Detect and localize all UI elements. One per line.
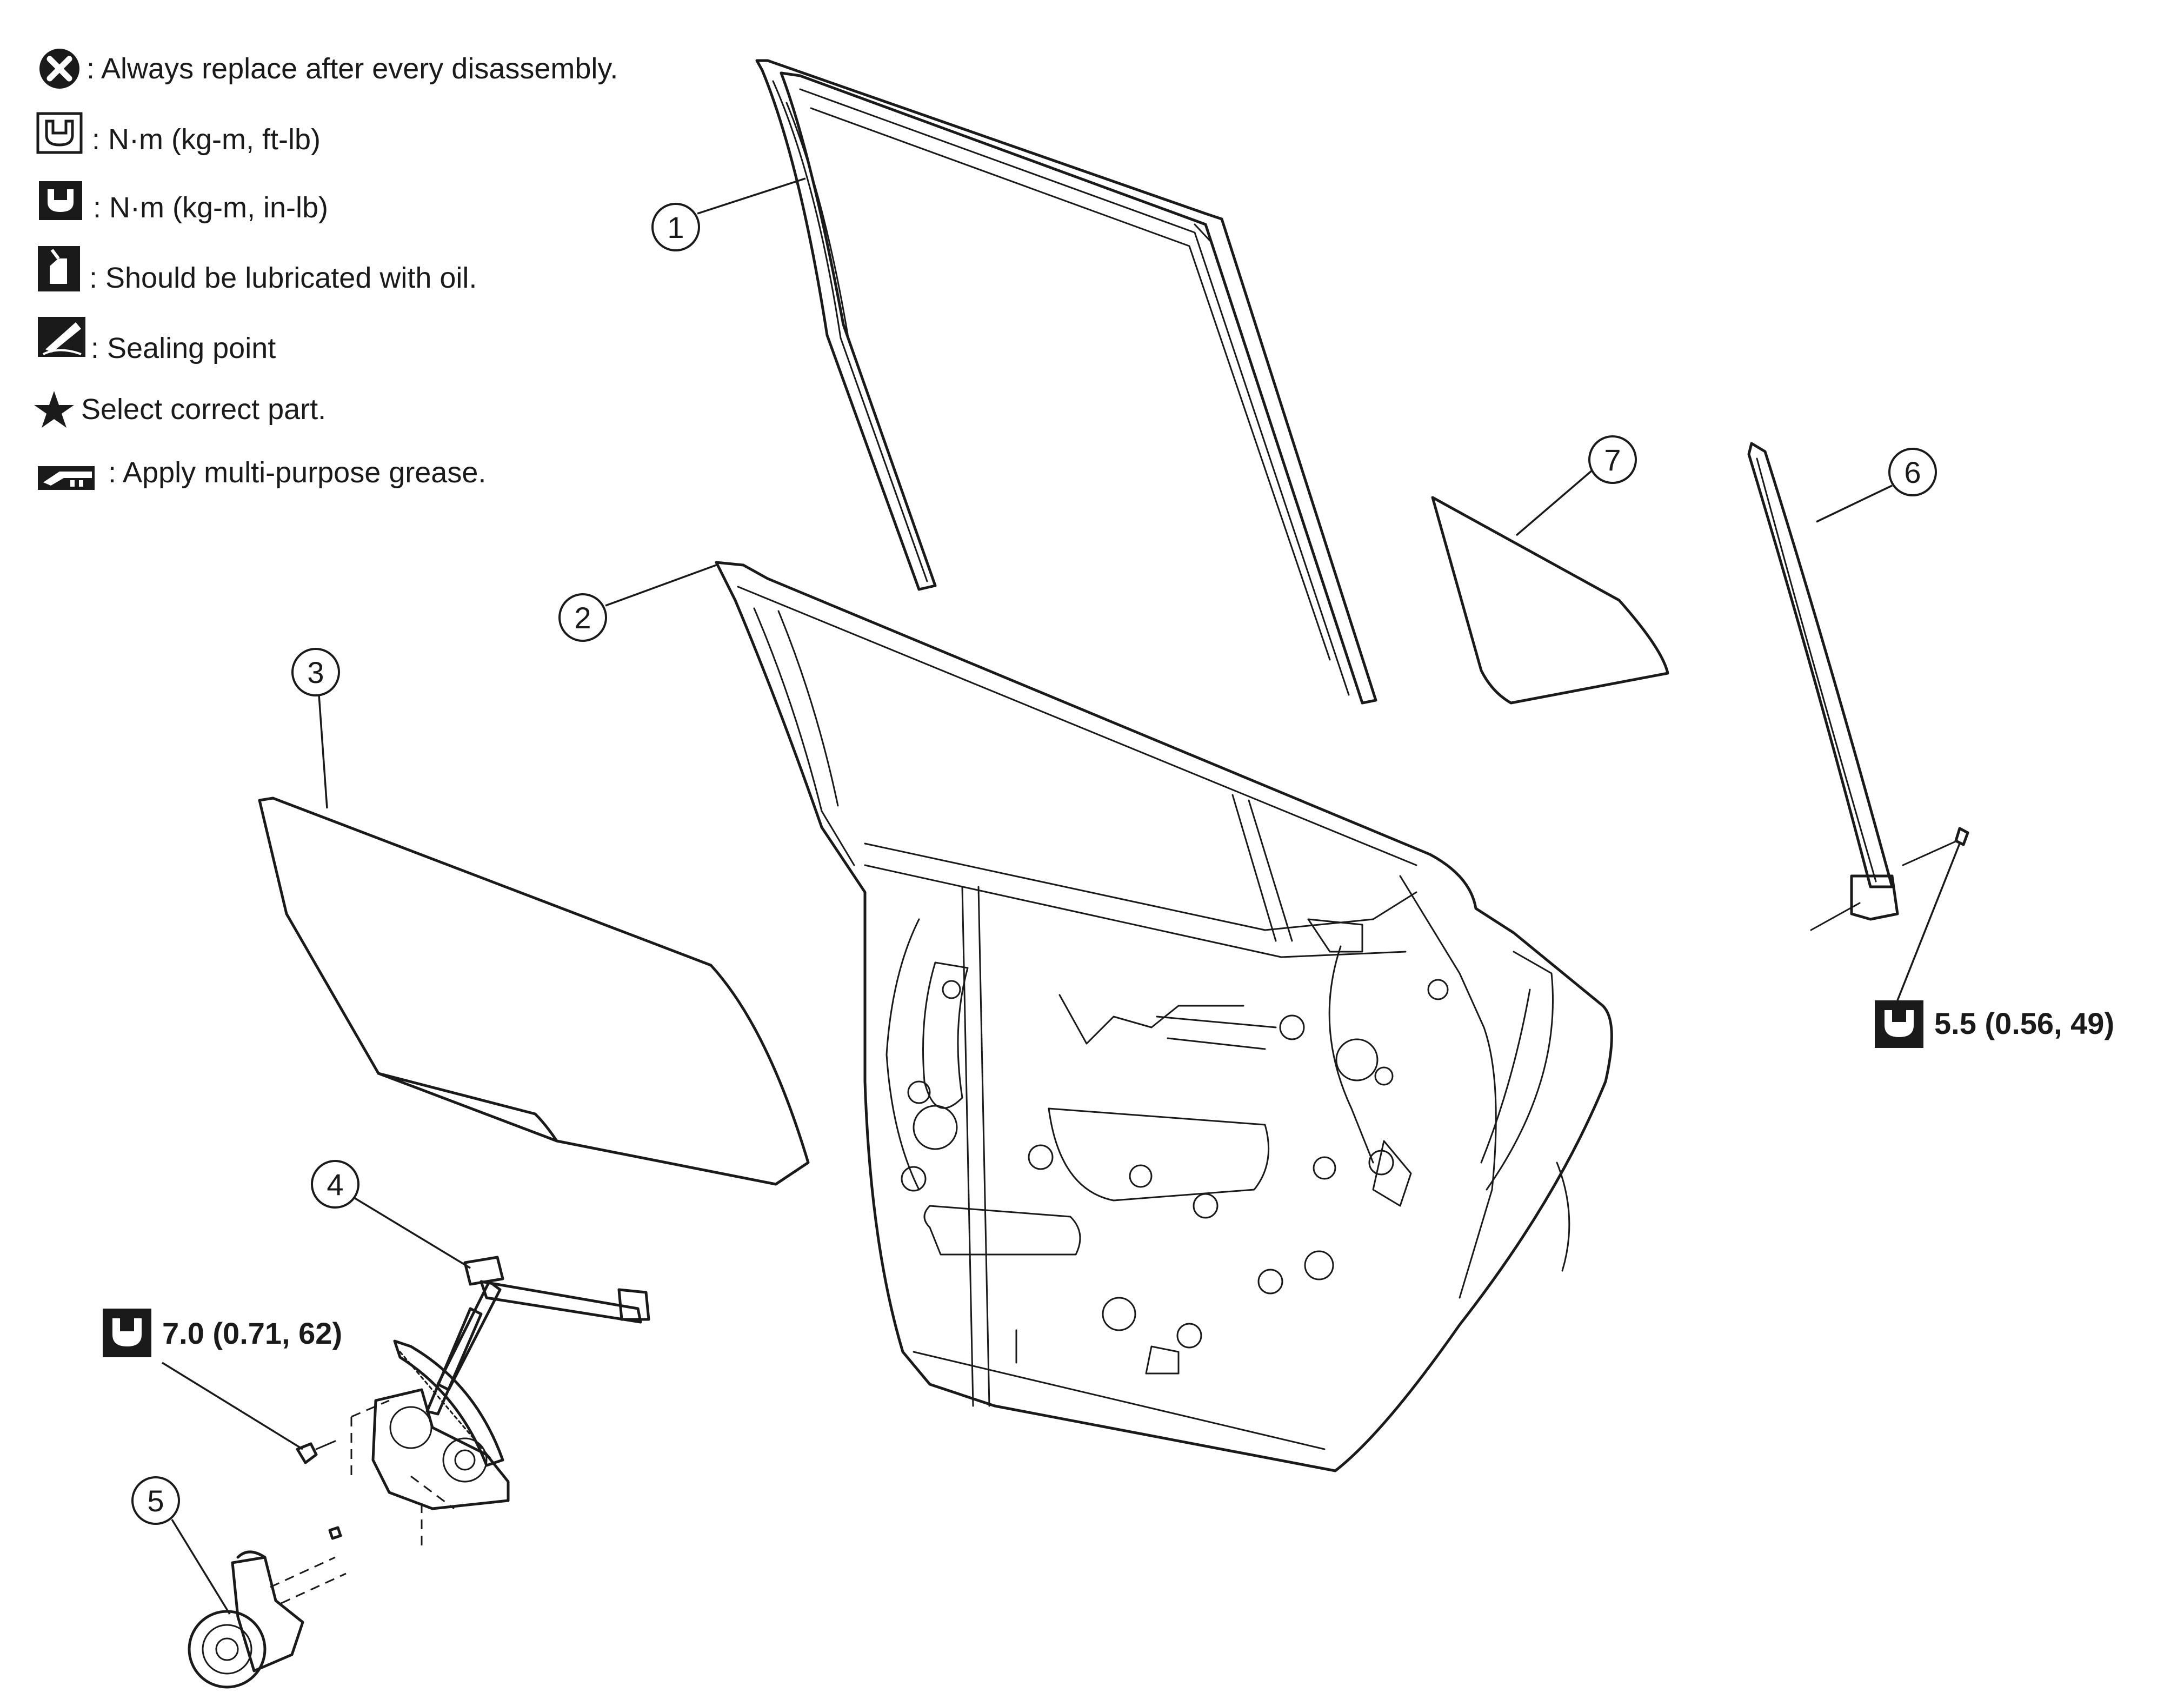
torque-in-lb-icon <box>39 181 82 220</box>
rear-sash <box>1747 442 1969 931</box>
glass-run-rubber <box>755 59 1377 705</box>
legend: : Always replace after every disassembly… <box>34 49 618 490</box>
legend-grease: : Apply multi-purpose grease. <box>108 456 486 489</box>
callout-4: 4 <box>311 1160 471 1269</box>
torque-value-regulator: 7.0 (0.71, 62) <box>162 1316 342 1350</box>
callout-1: 1 <box>651 177 806 251</box>
torque-value-sash: 5.5 (0.56, 49) <box>1934 1006 2114 1040</box>
oil-can-icon <box>38 246 80 291</box>
callout-label-1: 1 <box>667 210 684 244</box>
callout-2: 2 <box>558 564 717 642</box>
torque-ft-lb-icon <box>36 112 83 154</box>
grease-icon <box>38 466 95 490</box>
callout-label-4: 4 <box>327 1167 343 1202</box>
torque-spec-regulator: 7.0 (0.71, 62) <box>103 1309 342 1450</box>
callout-label-5: 5 <box>147 1484 164 1518</box>
legend-torque-in-lb: : N·m (kg-m, in-lb) <box>93 191 328 224</box>
door-panel <box>715 561 1613 1472</box>
regulator-bolt <box>296 1440 336 1464</box>
legend-torque-ft-lb: : N·m (kg-m, ft-lb) <box>92 123 321 156</box>
callout-label-3: 3 <box>307 655 324 689</box>
torque-spec-sash: 5.5 (0.56, 49) <box>1875 843 2114 1048</box>
partition-glass <box>1431 496 1669 705</box>
callout-label-6: 6 <box>1904 455 1921 489</box>
regulator-motor <box>188 1526 347 1689</box>
legend-always-replace: : Always replace after every disassembly… <box>86 52 618 85</box>
torque-in-lb-icon <box>1875 1000 1923 1048</box>
callout-3: 3 <box>291 648 340 809</box>
legend-oil: : Should be lubricated with oil. <box>89 262 477 294</box>
always-replace-icon <box>39 49 79 89</box>
torque-in-lb-icon <box>103 1309 151 1357</box>
legend-sealing: : Sealing point <box>91 332 276 364</box>
star-icon <box>34 391 74 428</box>
legend-select-part: Select correct part. <box>81 393 326 426</box>
callout-label-7: 7 <box>1604 443 1621 477</box>
window-regulator <box>350 1256 650 1552</box>
callout-7: 7 <box>1515 435 1637 536</box>
sealing-point-icon <box>38 317 85 357</box>
door-glass <box>258 797 810 1186</box>
callout-6: 6 <box>1816 448 1937 523</box>
callout-label-2: 2 <box>574 601 591 635</box>
callout-5: 5 <box>131 1476 231 1615</box>
